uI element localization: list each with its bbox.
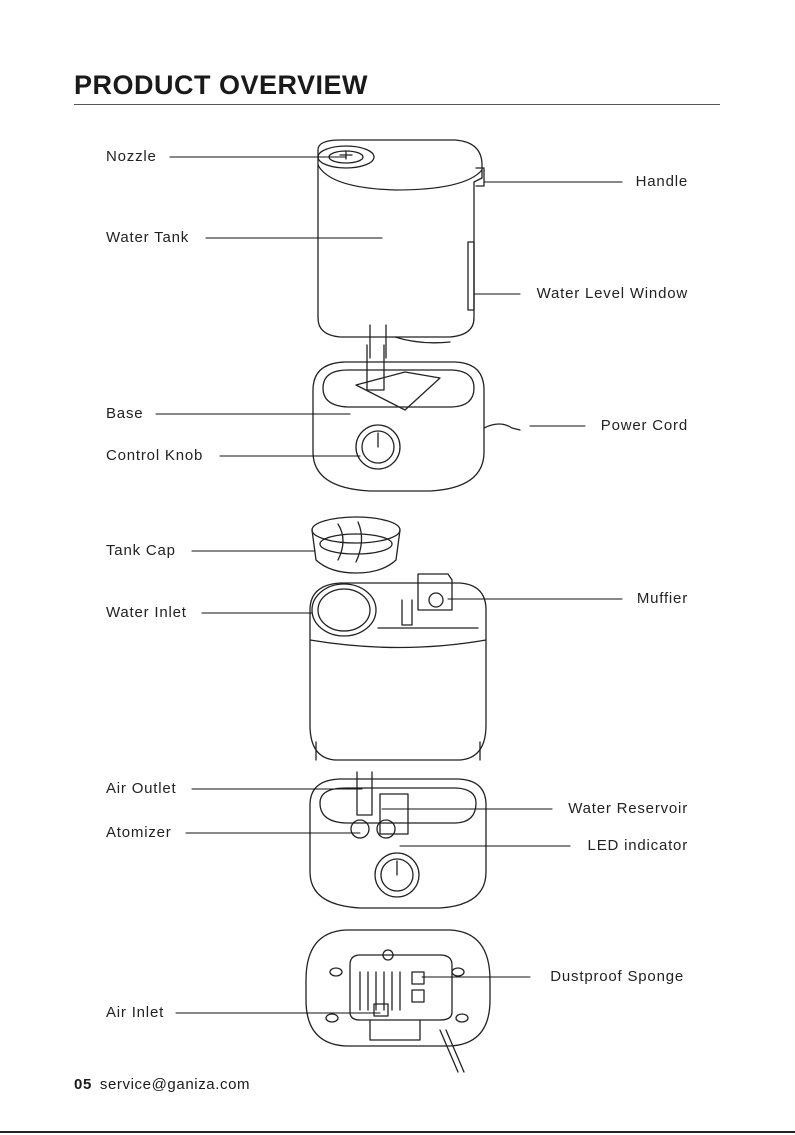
label-tank-cap: Tank Cap	[106, 542, 176, 560]
label-base: Base	[106, 405, 143, 423]
page-number: 05	[74, 1076, 92, 1093]
bottom-divider	[0, 1131, 795, 1133]
support-email: service@ganiza.com	[100, 1076, 250, 1093]
label-water-level-window: Water Level Window	[537, 285, 688, 303]
label-control-knob: Control Knob	[106, 447, 203, 465]
label-air-inlet: Air Inlet	[106, 1004, 164, 1022]
label-water-reservoir: Water Reservoir	[568, 800, 688, 818]
label-nozzle: Nozzle	[106, 148, 157, 166]
bottom-view-drawing	[306, 930, 490, 1072]
label-power-cord: Power Cord	[601, 417, 688, 435]
label-water-tank: Water Tank	[106, 229, 189, 247]
label-water-inlet: Water Inlet	[106, 604, 187, 622]
label-atomizer: Atomizer	[106, 824, 172, 842]
label-led-indicator: LED indicator	[588, 837, 688, 855]
label-air-outlet: Air Outlet	[106, 780, 177, 798]
base-drawing	[313, 345, 520, 491]
base-interior-drawing	[310, 772, 486, 908]
label-muffler: Muffier	[637, 590, 688, 608]
tank-body-drawing	[310, 574, 486, 760]
tank-cap-drawing	[312, 517, 400, 573]
label-handle: Handle	[636, 173, 688, 191]
label-dustproof-sponge: Dustproof Sponge	[550, 968, 684, 986]
page-footer: 05 service@ganiza.com	[74, 1076, 250, 1093]
water-tank-drawing	[318, 140, 484, 358]
